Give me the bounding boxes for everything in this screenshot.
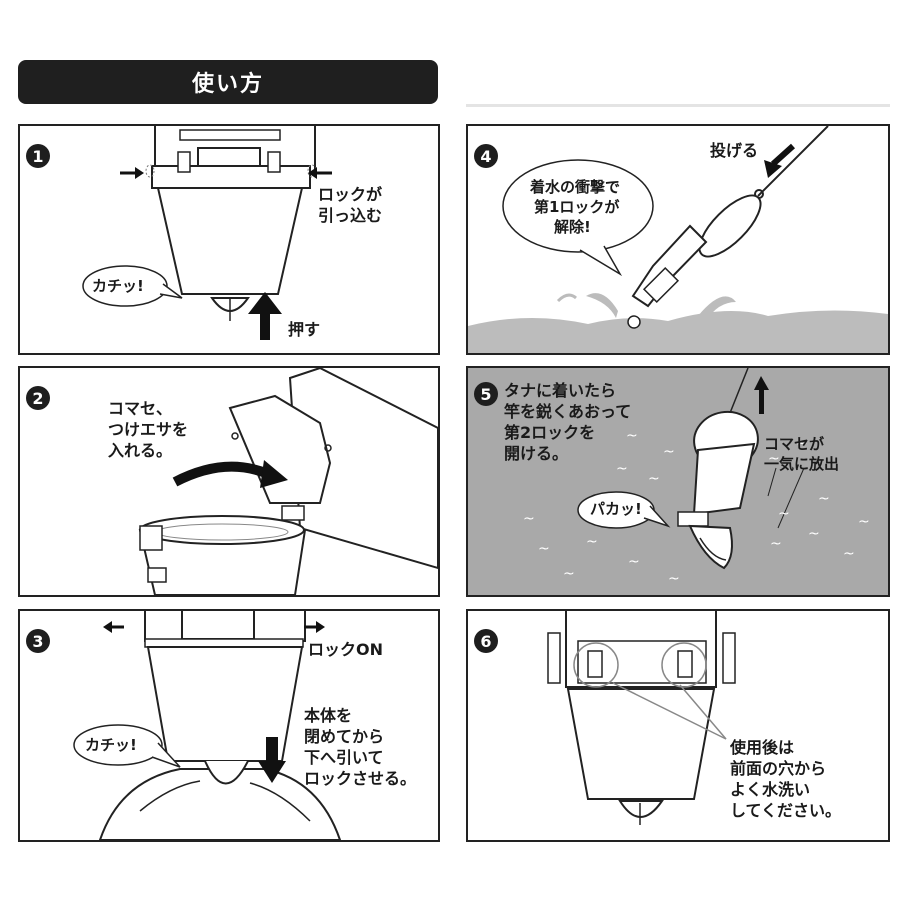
step-2-panel: 2 コマセ、 つけエサを 入れる。 — [18, 366, 440, 597]
step-3-text-line-1: 本体を — [304, 705, 352, 726]
step-4-panel: 4 投げる 着水の衝撃で 第1ロックが 解除! — [466, 124, 890, 355]
svg-text:~: ~ — [586, 534, 598, 550]
page-title: 使い方 — [18, 60, 438, 104]
step-2-text-line-1: コマセ、 — [108, 398, 172, 419]
divider — [466, 104, 890, 107]
step-6-text-line-1: 使用後は — [730, 737, 794, 758]
step-2-text-line-3: 入れる。 — [108, 440, 172, 461]
step-5-text-line-3: 第2ロックを — [504, 422, 595, 443]
svg-text:~: ~ — [626, 428, 638, 444]
click-sound-bubble: カチッ! — [85, 736, 137, 755]
step-3-panel: 3 ロックON 本体を 閉めてから 下へ引いて ロックさせる。 カチッ! — [18, 609, 440, 842]
step-number: 3 — [26, 629, 50, 653]
step-1-illustration — [20, 126, 438, 353]
step-6-panel: 6 使用後は 前面の穴から よく水洗い してください。 — [466, 609, 890, 842]
svg-text:~: ~ — [770, 536, 782, 552]
step-3-text-line-2: 閉めてから — [304, 726, 384, 747]
step-1-text-line-2: 引っ込む — [318, 205, 382, 226]
bubble-line-2: 第1ロックが — [534, 198, 619, 217]
release-text-line-1: コマセが — [764, 434, 824, 455]
svg-text:~: ~ — [628, 554, 640, 570]
step-number: 4 — [474, 144, 498, 168]
step-number: 5 — [474, 382, 498, 406]
release-text-line-2: 一気に放出 — [764, 454, 839, 475]
step-number: 1 — [26, 144, 50, 168]
svg-text:~: ~ — [648, 471, 660, 487]
step-3-text-line-4: ロックさせる。 — [304, 768, 416, 789]
svg-text:~: ~ — [808, 526, 820, 542]
svg-text:~: ~ — [668, 571, 680, 587]
svg-text:~: ~ — [616, 461, 628, 477]
click-sound-bubble: カチッ! — [92, 277, 144, 296]
push-label: 押す — [288, 319, 320, 340]
svg-text:~: ~ — [818, 491, 830, 507]
svg-text:~: ~ — [843, 546, 855, 562]
lock-on-label: ロックON — [308, 639, 383, 660]
svg-text:~: ~ — [663, 444, 675, 460]
step-5-text-line-2: 竿を鋭くあおって — [504, 401, 631, 422]
step-6-text-line-3: よく水洗い — [730, 779, 810, 800]
step-number: 6 — [474, 629, 498, 653]
step-3-text-line-3: 下へ引いて — [304, 747, 384, 768]
step-6-text-line-2: 前面の穴から — [730, 758, 826, 779]
svg-text:~: ~ — [523, 511, 535, 527]
step-5-panel: ~ ~ ~ ~ ~ ~ ~ ~ ~ ~ ~ ~ ~ ~ ~ ~ ~ ~ ~ 5 … — [466, 366, 890, 597]
bubble-line-3: 解除! — [554, 218, 591, 237]
step-2-illustration — [20, 368, 438, 595]
svg-text:~: ~ — [563, 566, 575, 582]
bubble-line-1: 着水の衝撃で — [530, 178, 620, 197]
svg-text:~: ~ — [538, 541, 550, 557]
svg-text:~: ~ — [778, 506, 790, 522]
step-5-text-line-4: 開ける。 — [504, 443, 568, 464]
step-2-text-line-2: つけエサを — [108, 419, 188, 440]
throw-label: 投げる — [710, 140, 758, 161]
step-1-panel: 1 ロックが 引っ込む カチッ! 押す — [18, 124, 440, 355]
step-4-illustration — [468, 126, 888, 353]
step-6-text-line-4: してください。 — [730, 800, 841, 821]
step-1-text-line-1: ロックが — [318, 184, 382, 205]
svg-text:~: ~ — [858, 514, 870, 530]
step-number: 2 — [26, 386, 50, 410]
open-sound-bubble: パカッ! — [590, 500, 642, 519]
step-5-text-line-1: タナに着いたら — [504, 380, 616, 401]
